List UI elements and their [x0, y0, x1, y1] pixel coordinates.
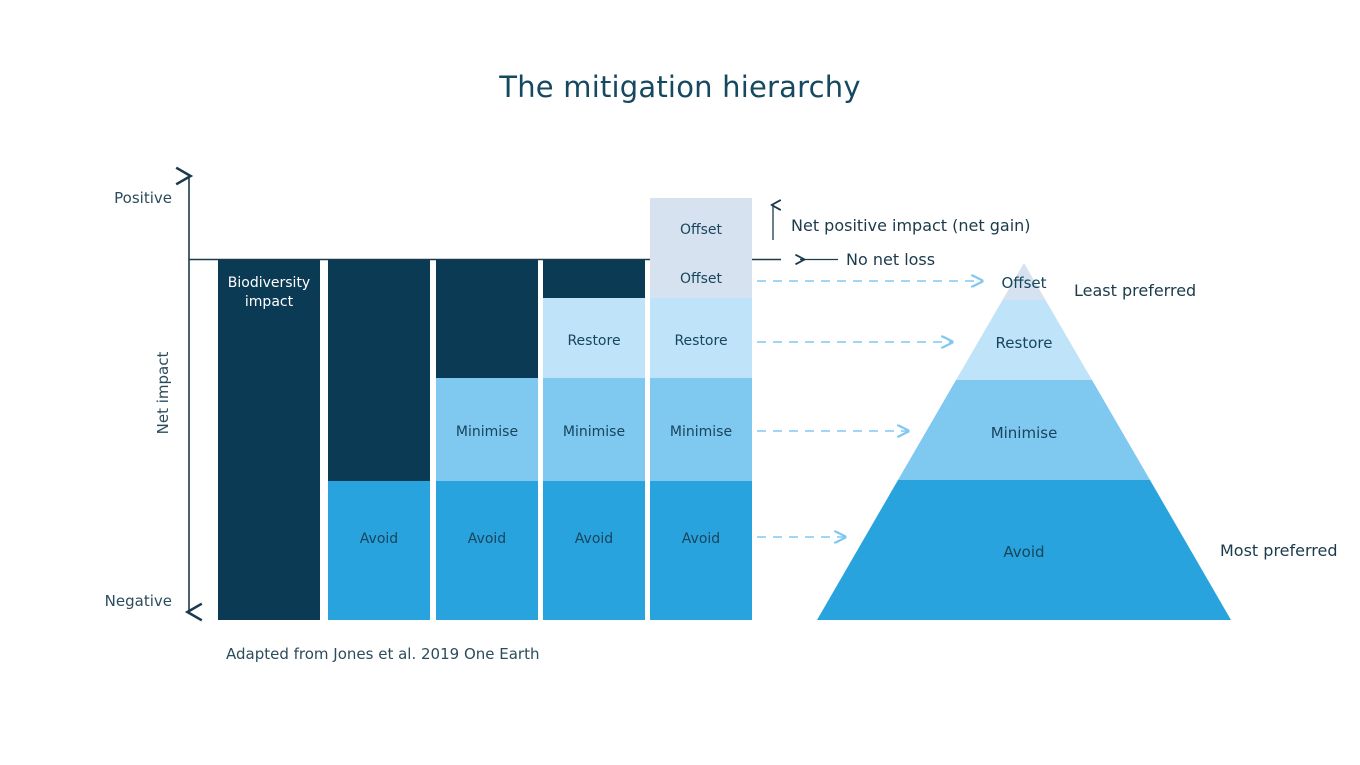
axis-label-positive: Positive	[114, 189, 172, 207]
bar-segment-restore	[650, 298, 752, 378]
annotation-net-gain: Net positive impact (net gain)	[773, 205, 1031, 240]
bar-segment-minimise	[543, 378, 645, 481]
bar-segment-residual-impact	[218, 260, 320, 620]
pyramid-label-offset: Offset	[1001, 274, 1046, 292]
bar-segment-minimise	[650, 378, 752, 481]
pyramid-label-restore: Restore	[996, 334, 1053, 352]
bar-segment-label-avoid: Avoid	[575, 531, 613, 547]
bar-segment-avoid	[650, 481, 752, 620]
annotation-label-net-gain: Net positive impact (net gain)	[791, 216, 1031, 235]
bar-segment-offset	[650, 260, 752, 298]
bar-segment-avoid	[328, 481, 430, 620]
label-most-preferred: Most preferred	[1220, 541, 1338, 560]
bar-segment-label-avoid: Avoid	[360, 531, 398, 547]
bar-segment-label-avoid: Avoid	[682, 531, 720, 547]
bar-segment-avoid	[543, 481, 645, 620]
bar-avoid: Avoid	[328, 260, 430, 620]
pyramid-label-minimise: Minimise	[991, 424, 1058, 442]
bar-avoid-minimise-restore-offset: Offset Offset Restore Minimise Avoid	[650, 198, 752, 620]
label-least-preferred: Least preferred	[1074, 281, 1196, 300]
bar-segment-residual-impact	[436, 260, 538, 378]
pyramid-band-minimise	[898, 380, 1150, 480]
bar-segment-label-minimise: Minimise	[456, 424, 518, 440]
pyramid-band-avoid	[817, 480, 1231, 620]
bar-segment-avoid	[436, 481, 538, 620]
source-caption: Adapted from Jones et al. 2019 One Earth	[226, 645, 539, 663]
bar-biodiversity-impact: Biodiversity impact	[218, 260, 320, 620]
bar-segment-minimise	[436, 378, 538, 481]
bar-segment-label-minimise: Minimise	[670, 424, 732, 440]
bar-segment-label-offset: Offset	[680, 271, 723, 287]
mitigation-hierarchy-pyramid: Offset Restore Minimise Avoid	[817, 263, 1231, 620]
connector-arrows	[757, 281, 982, 537]
annotation-no-net-loss: No net loss	[800, 250, 935, 269]
axis-title-net-impact: Net impact	[154, 352, 172, 435]
pyramid-label-avoid: Avoid	[1003, 543, 1044, 561]
page-title: The mitigation hierarchy	[499, 70, 861, 104]
bar-segment-label-biodiversity-impact-line1: Biodiversity	[228, 275, 310, 291]
pyramid-band-restore	[956, 300, 1092, 380]
bar-segment-residual-impact	[543, 260, 645, 298]
bar-segment-label-restore: Restore	[567, 333, 620, 349]
bar-avoid-minimise-restore: Restore Minimise Avoid	[543, 260, 645, 620]
bar-segment-label-minimise: Minimise	[563, 424, 625, 440]
bar-segment-label-biodiversity-impact-line2: impact	[245, 294, 294, 310]
y-axis: Positive Negative Net impact	[105, 166, 203, 622]
pyramid-band-offset	[1002, 263, 1046, 300]
bar-segment-offset-net-gain	[650, 198, 752, 260]
bar-avoid-minimise: Minimise Avoid	[436, 260, 538, 620]
annotation-label-no-net-loss: No net loss	[846, 250, 935, 269]
bar-segment-label-offset-net-gain: Offset	[680, 222, 723, 238]
axis-label-negative: Negative	[105, 592, 172, 610]
bar-segment-label-restore: Restore	[674, 333, 727, 349]
bar-segment-label-avoid: Avoid	[468, 531, 506, 547]
bar-segment-restore	[543, 298, 645, 378]
bar-segment-residual-impact	[328, 260, 430, 481]
